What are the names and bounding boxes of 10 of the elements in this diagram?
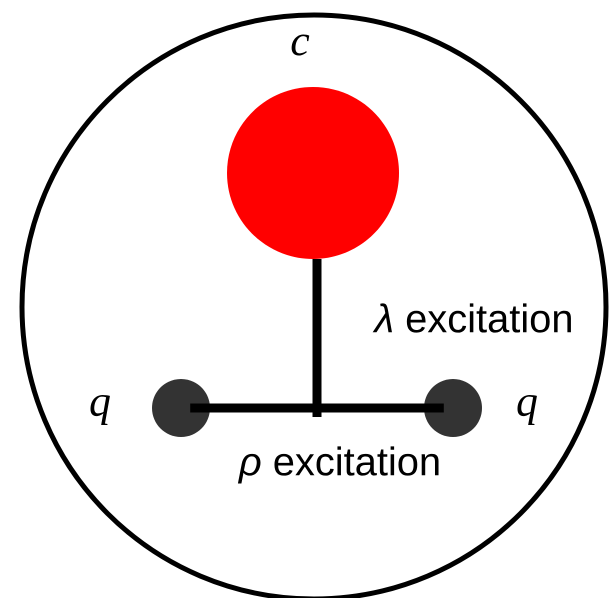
- node-label: q: [90, 395, 110, 425]
- ball: [152, 379, 210, 437]
- edge-label: ρ excitation: [238, 445, 442, 485]
- edge-label: λ excitation: [372, 302, 575, 334]
- node-label: q: [518, 395, 537, 425]
- ball: [227, 87, 399, 259]
- connector-line: [190, 404, 444, 412]
- ball: [424, 379, 482, 437]
- node-label: c: [292, 34, 310, 56]
- connector-line: [312, 259, 322, 417]
